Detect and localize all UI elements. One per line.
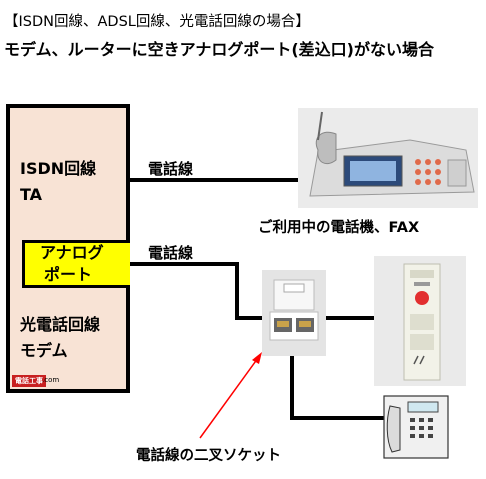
- intercom-panel-icon: [374, 256, 466, 386]
- analog-port: [22, 240, 130, 288]
- socket-to-phone-cable: [290, 356, 384, 420]
- lower-cable: [130, 262, 262, 320]
- analog-port-label-line1: アナログ: [40, 243, 104, 262]
- upper-cable-label: 電話線: [148, 160, 194, 178]
- page-subtitle: モデム、ルーターに空きアナログポート(差込口)がない場合: [4, 40, 434, 59]
- lower-cable-label: 電話線: [148, 244, 194, 262]
- brand-domain: .com: [42, 376, 60, 384]
- fax-caption: ご利用中の電話機、FAX: [258, 220, 420, 236]
- device-label-hikari: 光電話回線: [20, 315, 101, 334]
- analog-port-label-line2: ポート: [44, 265, 93, 284]
- fax-machine-icon: [298, 108, 478, 208]
- desk-phone-icon: [383, 395, 449, 459]
- two-way-socket-icon: [262, 270, 326, 356]
- splitter-caption: 電話線の二叉ソケット: [136, 448, 281, 464]
- device-label-modem: モデム: [20, 341, 68, 360]
- device-label-isdn: ISDN回線: [20, 159, 97, 178]
- brand-logo: 電話工事: [12, 375, 46, 387]
- page-title: 【ISDN回線、ADSL回線、光電話回線の場合】: [4, 14, 310, 30]
- device-label-ta: TA: [20, 185, 43, 204]
- splitter-pointer-arrow: [199, 352, 262, 439]
